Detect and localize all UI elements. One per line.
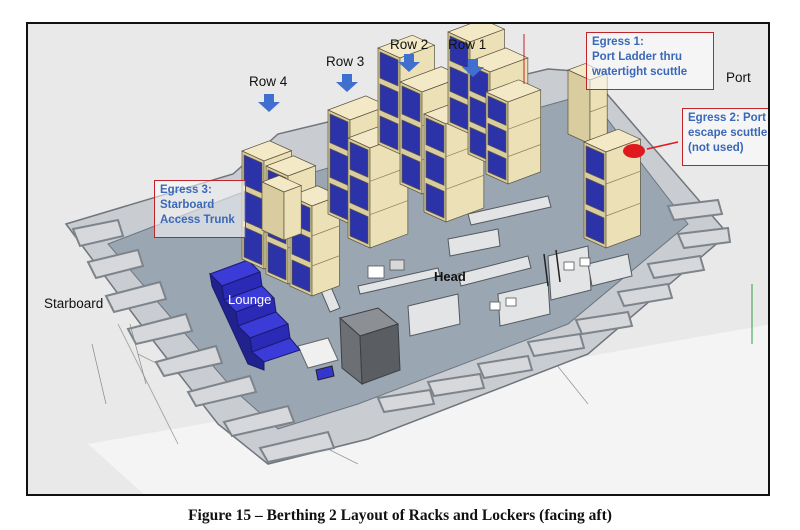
rack-rows — [241, 24, 642, 297]
starboard-label: Starboard — [44, 296, 104, 311]
egress-2-line-3: (not used) — [688, 142, 744, 154]
egress-1-line-3: watertight scuttle — [592, 66, 688, 78]
egress-2-marker — [623, 144, 645, 158]
egress-3-callout: Egress 3: Starboard Access Trunk — [154, 180, 246, 238]
row-4-arrow — [258, 94, 280, 112]
bunk-opening — [401, 85, 421, 123]
bunk-opening — [401, 119, 421, 157]
bunk-opening — [379, 51, 399, 87]
figure-caption: Figure 15 – Berthing 2 Layout of Racks a… — [188, 507, 612, 524]
bunk-opening — [243, 226, 263, 266]
row-3-arrow — [336, 74, 358, 92]
lounge-label: Lounge — [228, 292, 272, 307]
bunk-opening — [291, 229, 311, 263]
rack-tier-line — [369, 200, 408, 215]
bunk-opening — [585, 177, 605, 213]
bunk-opening — [401, 153, 421, 191]
berthing-3d-layout — [28, 24, 768, 494]
diagram-frame: Row 4 Row 3 Row 2 Row 1 Port Starboard H… — [26, 22, 770, 496]
rack-tier-line — [605, 170, 641, 185]
port-label: Port — [726, 70, 751, 85]
egress-2-callout: Egress 2: Port escape scuttle (not used) — [682, 108, 768, 166]
egress-1-callout: Egress 1: Port Ladder thru watertight sc… — [586, 32, 714, 90]
row-1-label: Row 1 — [448, 37, 487, 52]
lounge-sofas — [209, 259, 301, 371]
rack-tier-line — [605, 202, 641, 217]
rack-tier-line — [507, 116, 541, 130]
rack-tier-line — [311, 225, 340, 237]
head-enclosure — [338, 307, 401, 386]
bunk-opening — [349, 208, 369, 245]
bunk-opening — [585, 209, 605, 245]
row-2-label: Row 2 — [390, 37, 429, 52]
bunk-opening — [487, 95, 507, 126]
bunk-opening — [487, 150, 507, 181]
egress-1-line-2: Port Ladder thru — [592, 51, 683, 63]
egress-3-line-1: Egress 3: — [160, 184, 212, 196]
egress-3-line-3: Access Trunk — [160, 214, 235, 226]
bunk-opening — [291, 259, 311, 293]
bunk-opening — [487, 122, 507, 154]
row-4-label: Row 4 — [249, 74, 288, 89]
rack-tier-line — [507, 144, 541, 157]
rack-tier-line — [589, 105, 608, 113]
row-arrows — [258, 54, 484, 112]
egress-1-line-1: Egress 1: — [592, 36, 644, 48]
row-1-arrow — [462, 59, 484, 77]
egress-3-line-2: Starboard — [160, 199, 215, 211]
bunk-opening — [349, 141, 369, 178]
bunk-opening — [349, 174, 369, 212]
row-3-label: Row 3 — [326, 54, 365, 69]
bunk-opening — [585, 145, 605, 181]
rack-tier-line — [445, 174, 484, 190]
egress-2-line-1: Egress 2: Port — [688, 112, 766, 124]
bunk-opening — [379, 83, 399, 119]
row-2-arrow — [398, 54, 420, 72]
bunk-opening — [425, 182, 445, 219]
bunk-opening — [425, 150, 445, 186]
bunk-opening — [267, 241, 287, 281]
bunk-opening — [425, 117, 445, 154]
head-label: Head — [434, 269, 466, 284]
rack-tier-line — [311, 255, 340, 267]
bunk-opening — [379, 115, 399, 151]
egress-2-line-2: escape scuttle — [688, 127, 768, 139]
